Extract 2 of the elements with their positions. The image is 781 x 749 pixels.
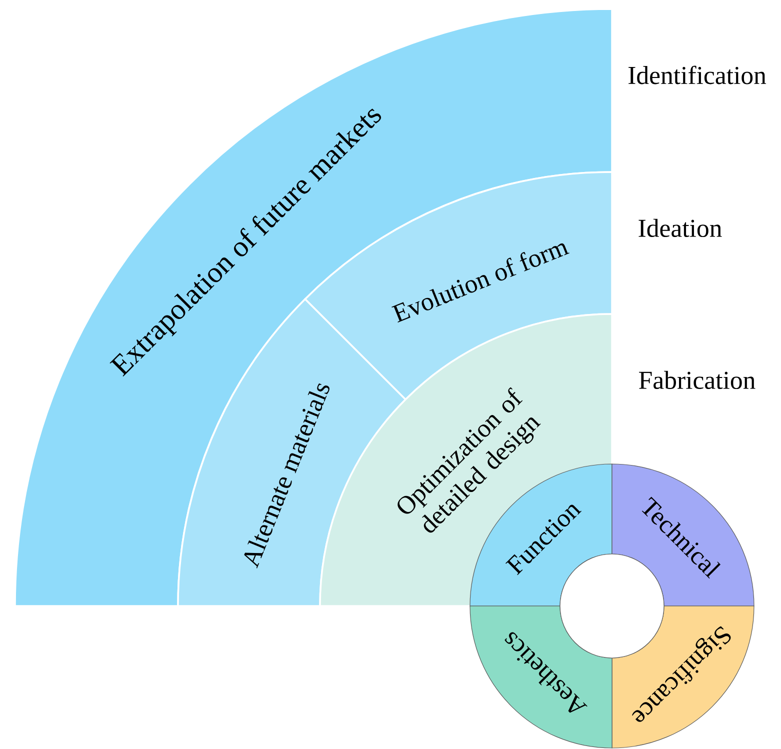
- stage-label: Ideation: [638, 218, 722, 238]
- stage-label: Fabrication: [639, 370, 756, 390]
